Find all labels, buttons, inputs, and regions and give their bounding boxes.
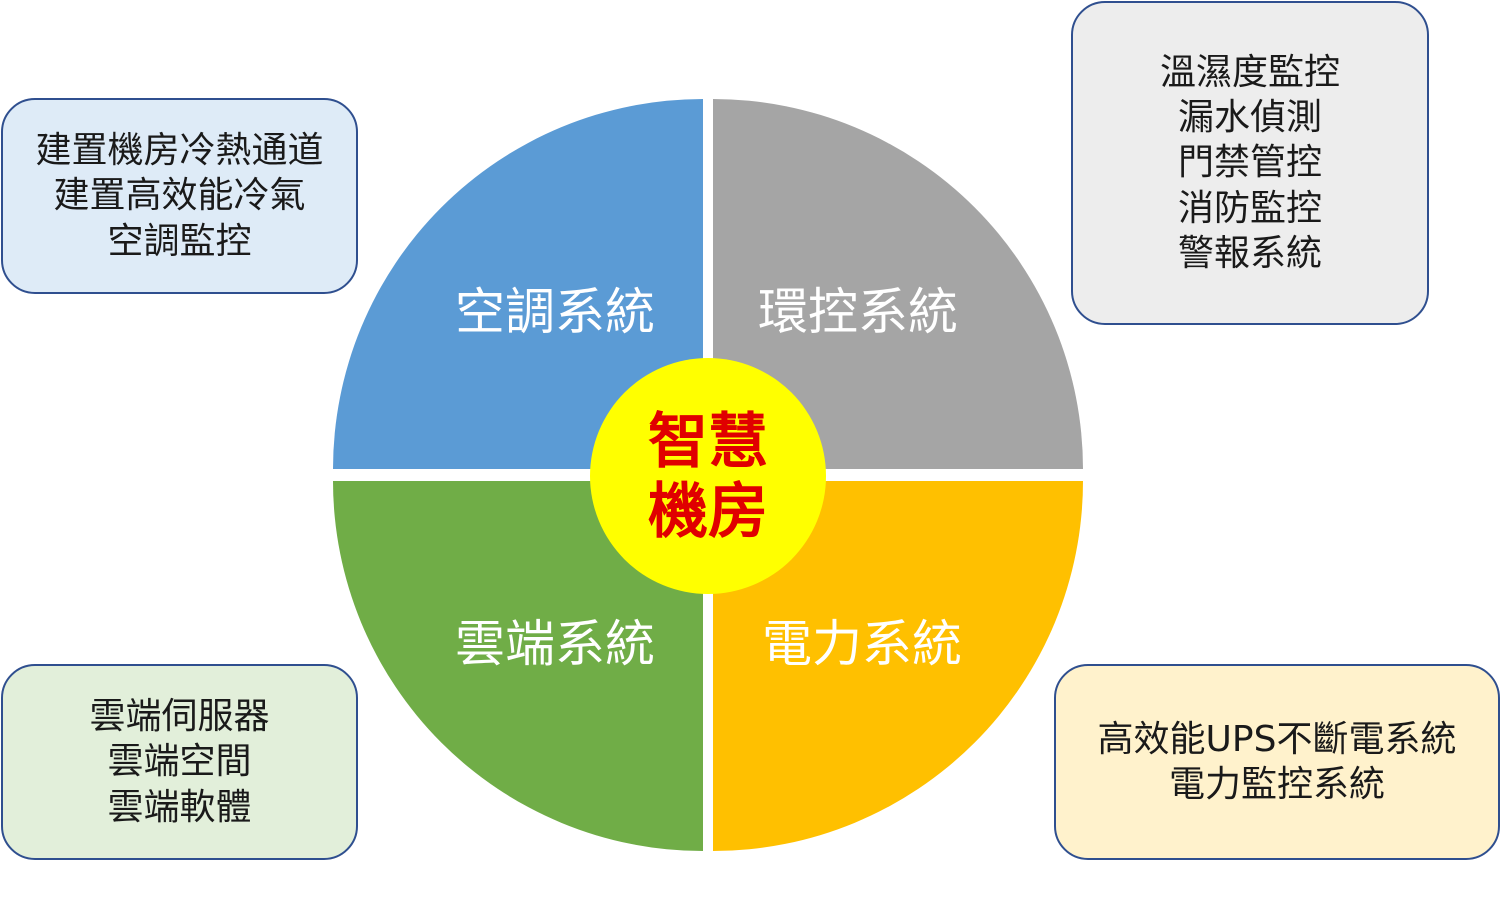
detail-line: 空調監控: [107, 220, 252, 262]
detail-box-cloud: 雲端伺服器 雲端空間 雲端軟體: [1, 664, 358, 860]
quadrant-label-environment: 環控系統: [758, 283, 958, 341]
detail-line: 電力監控系統: [1168, 764, 1385, 805]
detail-line: 雲端軟體: [107, 786, 252, 828]
quadrant-label-cloud: 雲端系統: [455, 615, 655, 673]
detail-line: 溫濕度監控: [1159, 51, 1340, 93]
detail-line: 雲端空間: [107, 741, 252, 783]
center-title-line: 智慧: [648, 407, 768, 477]
detail-line: 消防監控: [1177, 187, 1322, 229]
detail-line: 警報系統: [1177, 233, 1322, 275]
detail-line: 漏水偵測: [1177, 96, 1322, 138]
detail-box-hvac: 建置機房冷熱通道 建置高效能冷氣 空調監控: [1, 98, 358, 294]
quadrant-environment: [713, 99, 1083, 469]
quadrant-power: [713, 481, 1083, 851]
detail-line: 雲端伺服器: [89, 695, 270, 737]
center-circle: [590, 358, 826, 594]
quadrant-hvac: [333, 99, 703, 469]
detail-line: 門禁管控: [1177, 142, 1322, 184]
detail-line: 高效能UPS不斷電系統: [1097, 718, 1457, 760]
center-title-line: 機房: [648, 477, 768, 547]
quadrant-label-hvac: 空調系統: [455, 283, 655, 341]
detail-box-environment: 溫濕度監控 漏水偵測 門禁管控 消防監控 警報系統: [1071, 1, 1429, 325]
quadrant-cloud: [333, 481, 703, 851]
quadrant-label-power: 電力系統: [762, 615, 962, 673]
detail-box-power: 高效能UPS不斷電系統 電力監控系統: [1054, 664, 1500, 860]
detail-line: 建置機房冷熱通道: [35, 129, 324, 171]
detail-line: 建置高效能冷氣: [53, 175, 306, 217]
